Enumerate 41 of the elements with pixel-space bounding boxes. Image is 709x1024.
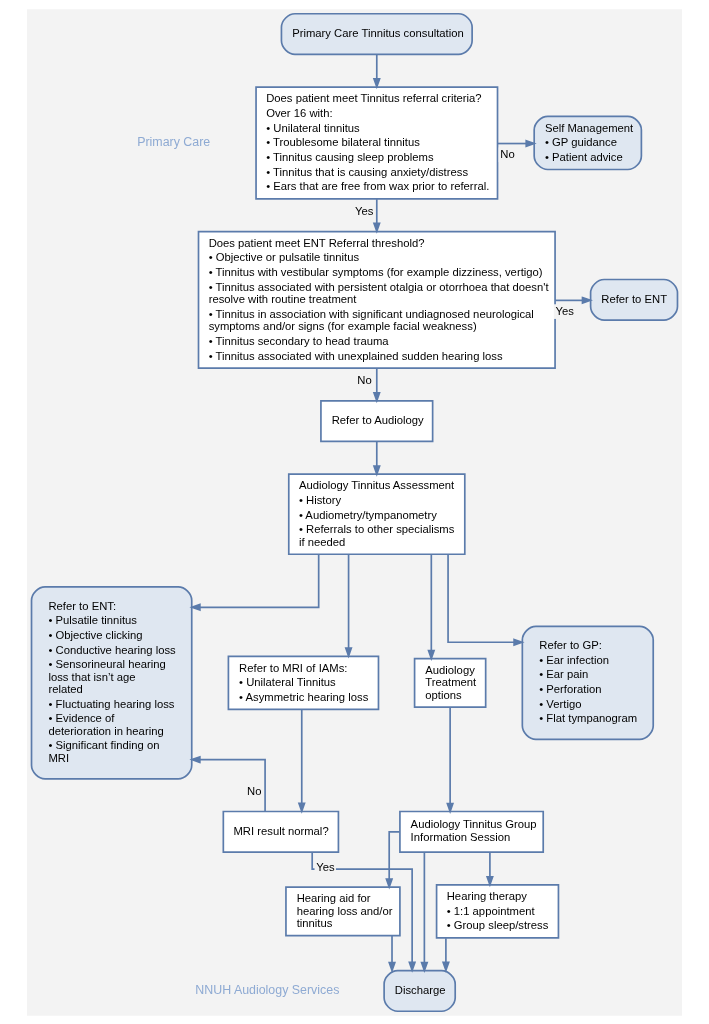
arrow xyxy=(427,553,436,661)
node-box: Discharge xyxy=(383,969,457,1012)
arrow xyxy=(388,934,396,973)
node-box: Refer to GP: • Ear infection • Ear pain • Perforation • Vertigo • Flat tympanogram xyxy=(521,625,655,740)
arrow xyxy=(372,366,381,403)
node-box: Refer to ENT xyxy=(589,278,679,321)
node-box: Refer to ENT: • Pulsatile tinnitus • Objective clicking • Conductive hearing loss • Sensorineural hearing loss that isn’t age related • Fluctuating hearing loss • Evidence of deterioration in hearing • Significant finding on MRI xyxy=(30,585,193,780)
edge-label: Yes xyxy=(316,860,335,873)
arrow xyxy=(385,830,401,890)
arrow xyxy=(372,440,381,477)
node-box: Audiology Tinnitus Assessment • History • Audiometry/tympanometry • Referrals to other specialisms if needed xyxy=(287,472,466,555)
arrow xyxy=(189,553,320,611)
arrow xyxy=(496,139,537,147)
node-box: Hearing therapy • 1:1 appointment • Group sleep/stress xyxy=(435,883,560,939)
node-box: Refer to Audiology xyxy=(320,399,434,442)
node-box: Does patient meet ENT Referral threshold? • Objective or pulsatile tinnitus • Tinnitus with vestibular symptoms (for example dizziness, vertigo) • Tinnitus associated with persistent otalgia or otorrhoea that doesn't resolve with routine treatment • Tinnitus in association with significant undiagnosed neurological symptoms and/or signs (for example facial weakness) • Tinnitus secondary to head trauma • Tinnitus associated with unexplained sudden hearing loss xyxy=(197,230,556,369)
arrow xyxy=(372,53,381,89)
node-box: Self Management • GP guidance • Patient advice xyxy=(533,115,643,170)
arrow xyxy=(372,197,381,234)
arrow xyxy=(441,936,450,973)
node-box: Does patient meet Tinnitus referral criteria? Over 16 with: • Unilateral tinnitus • Troublesome bilateral tinnitus • Tinnitus causing sleep problems • Tinnitus that is causing anxiety/distress • Ears that are free from wax prior to referral. xyxy=(255,85,499,200)
arrow xyxy=(447,553,525,646)
edge-label: Yes xyxy=(555,304,574,317)
node-box: Hearing aid for hearing loss and/or tinnitus xyxy=(285,885,401,936)
node-box: Audiology Tinnitus Group Information Session xyxy=(399,810,545,853)
edge-label: No xyxy=(247,784,262,797)
arrow xyxy=(420,850,429,973)
node-box: Refer to MRI of IAMs: • Unilateral Tinnitus • Asymmetric hearing loss xyxy=(227,655,380,710)
label: NNUH Audiology Services xyxy=(195,982,340,997)
edge-label: No xyxy=(357,373,372,386)
label: Primary Care xyxy=(137,134,211,149)
arrow xyxy=(554,295,593,304)
node-box: Audiology Treatment options xyxy=(413,657,487,708)
edge-label: Yes xyxy=(355,204,374,217)
arrow xyxy=(344,553,353,658)
node-box: MRI result normal? xyxy=(222,810,340,853)
edge-label: No xyxy=(500,147,515,160)
arrow xyxy=(485,850,494,887)
node-box: Primary Care Tinnitus consultation xyxy=(280,12,473,55)
arrow xyxy=(446,705,455,814)
arrow xyxy=(297,708,306,814)
